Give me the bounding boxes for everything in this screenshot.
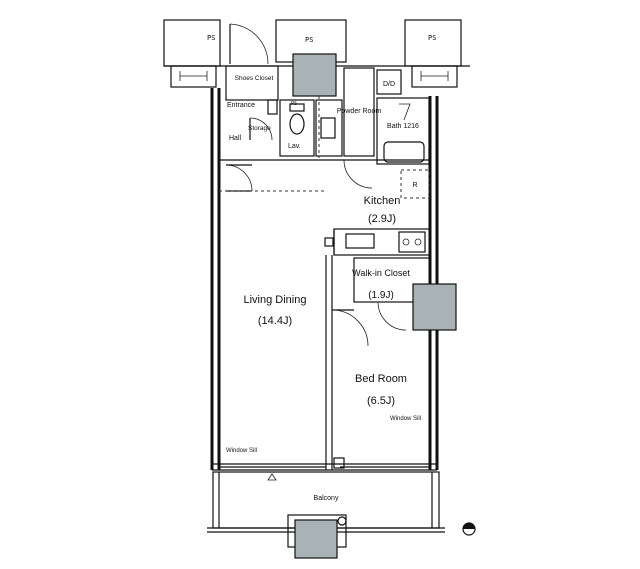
- storage-label: Storage: [248, 125, 271, 132]
- outdoor-unit-left: [163, 19, 221, 88]
- pipe-shaft-label-left: PS: [207, 34, 215, 42]
- shoes-closet-outline: [225, 65, 279, 101]
- burner-icon: [402, 238, 410, 246]
- drain-icon: [337, 516, 347, 526]
- cooktop: [398, 231, 426, 253]
- hall-label: Hall: [229, 135, 242, 142]
- arrow-marker: [267, 473, 277, 481]
- powder-door-swing: [343, 159, 373, 189]
- walkin-closet-label: Walk-in Closet: [352, 268, 410, 278]
- bathtub-icon: [383, 141, 425, 163]
- kitchen-counter: [333, 228, 431, 256]
- bay-window-label-1: Window Sill: [226, 448, 257, 454]
- washer-dryer-label: D/D: [383, 81, 395, 88]
- pipe-shaft-label-right: PS: [428, 34, 436, 42]
- refrigerator-label: R: [412, 182, 417, 189]
- shoes-closet-label: Shoes Closet: [235, 75, 274, 82]
- living-dining-area: (14.4J): [258, 315, 292, 327]
- ps-small-label: PS: [291, 101, 297, 107]
- bottom-window-frame: [212, 457, 437, 469]
- pipe-shaft-right: [412, 283, 457, 331]
- lavatory-room: [279, 99, 315, 157]
- walkin-closet-area: (1.9J): [368, 290, 394, 301]
- bedroom-label: Bed Room: [355, 373, 407, 385]
- pipe-shaft-top: [292, 53, 337, 97]
- refrigerator: [400, 169, 430, 199]
- bedroom-walls: [325, 255, 369, 470]
- kitchen-sink: [345, 233, 375, 249]
- outdoor-unit-right: [404, 19, 462, 88]
- bathroom: [376, 97, 430, 165]
- burner-icon: [414, 238, 422, 246]
- lavatory-label: Lav.: [288, 143, 301, 150]
- walkin-closet: [353, 257, 431, 303]
- washer-dryer: [376, 69, 402, 95]
- pipe-shaft-label-top: PS: [305, 36, 313, 44]
- kitchen-area: (2.9J): [368, 213, 396, 225]
- entrance-cabinet: [267, 99, 278, 115]
- exterior-walls: [210, 88, 439, 471]
- toilet-icon: [289, 113, 305, 135]
- living-dining-label: Living Dining: [244, 294, 307, 306]
- bath-label: Bath 1216: [387, 123, 419, 130]
- entrance-door: [229, 23, 269, 65]
- toilet-tank: [289, 103, 305, 112]
- north-compass-icon: [462, 522, 476, 536]
- counter-knob: [324, 237, 334, 247]
- balcony-label: Balcony: [314, 495, 339, 502]
- walkin-door-swing: [377, 301, 407, 331]
- entrance-label: Entrance: [227, 102, 255, 109]
- bay-window-label-2: Window Sill: [390, 416, 421, 422]
- sink-icon: [320, 117, 336, 139]
- kitchen-label: Kitchen: [364, 195, 401, 207]
- pipe-shaft-bottom: [294, 519, 338, 559]
- bedroom-area: (6.5J): [367, 395, 395, 407]
- powder-room-label: Powder Room: [337, 108, 382, 115]
- powder-room-vanity: [315, 99, 343, 157]
- powder-room: [343, 67, 375, 157]
- bath-door-mark: [399, 103, 411, 121]
